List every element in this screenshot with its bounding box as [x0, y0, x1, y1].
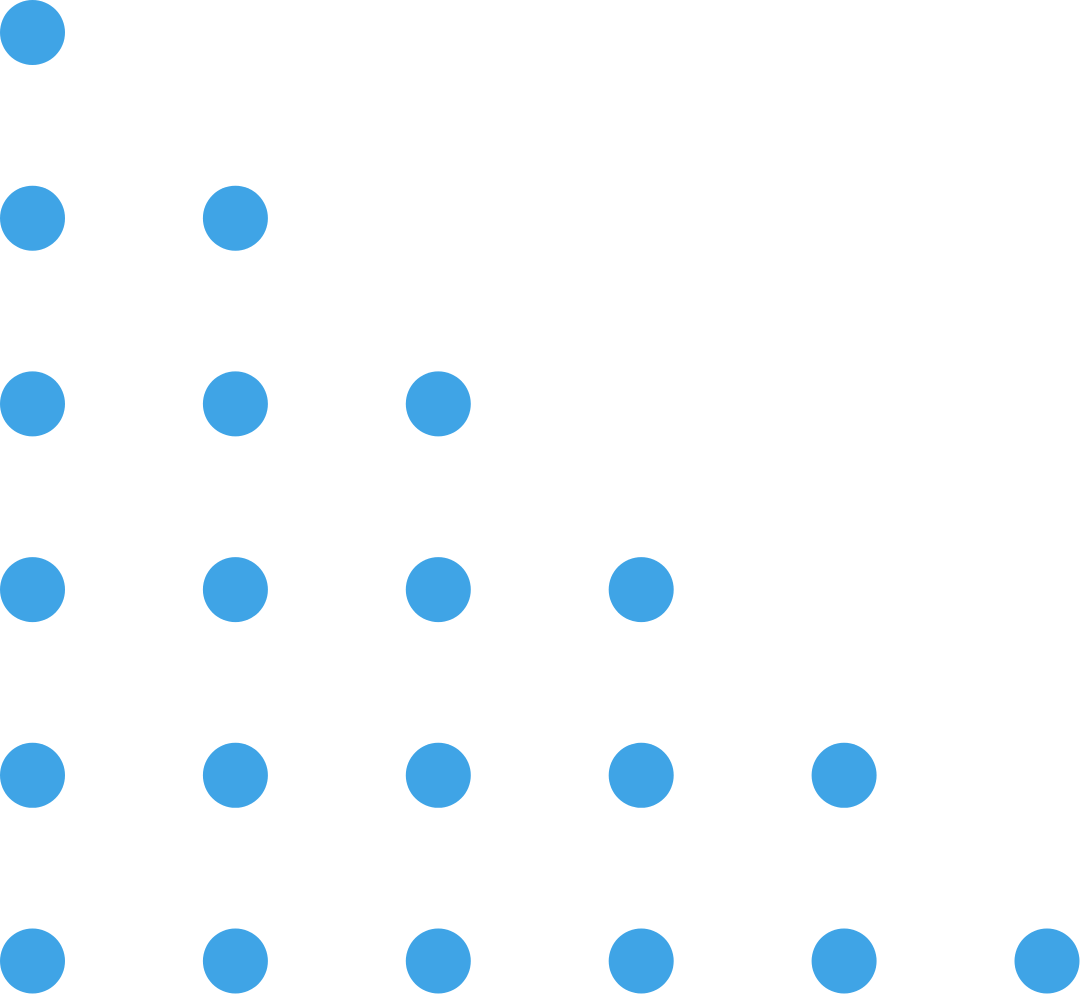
dot	[811, 928, 877, 994]
dot	[608, 742, 674, 808]
dot	[1014, 928, 1080, 994]
dot	[405, 928, 471, 994]
dot	[202, 371, 268, 437]
dot	[0, 185, 65, 251]
dot	[811, 742, 877, 808]
dot	[0, 557, 65, 623]
dot	[405, 371, 471, 437]
dot	[608, 557, 674, 623]
dot	[202, 928, 268, 994]
dot	[0, 928, 65, 994]
dot	[202, 742, 268, 808]
dot	[202, 185, 268, 251]
dot	[0, 371, 65, 437]
dot	[0, 0, 65, 65]
dot	[202, 557, 268, 623]
dot	[405, 742, 471, 808]
dot	[405, 557, 471, 623]
dot	[608, 928, 674, 994]
dot	[0, 742, 65, 808]
